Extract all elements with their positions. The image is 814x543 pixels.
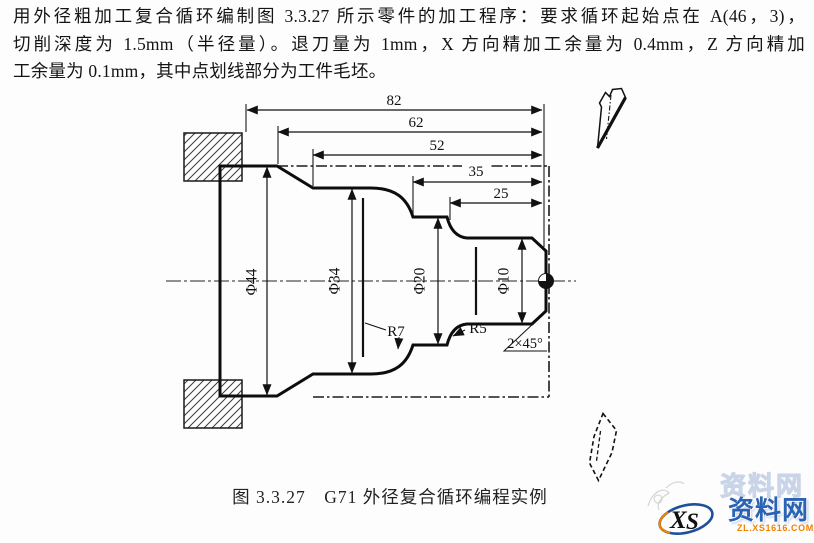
- watermark-monogram-x: X: [669, 507, 688, 534]
- r7-leader-tail: [364, 322, 387, 331]
- paragraph-line: 工余量为 0.1mm，其中点划线部分为工件毛坯。: [13, 61, 387, 81]
- radius-label-r5: R5: [469, 321, 487, 337]
- length-dimension-lines: [246, 105, 543, 208]
- chamfer-label: 2×45°: [507, 336, 543, 352]
- dim-label-52: 52: [430, 138, 445, 154]
- label-backer: [462, 163, 490, 178]
- chamfer-leader: [502, 321, 547, 352]
- r5-leader: [452, 327, 466, 337]
- intro-paragraph: 用外径粗加工复合循环编制图 3.3.27 所示零件的加工程序：要求循环起始点在 …: [13, 3, 805, 86]
- chuck-jaw-bottom: [183, 379, 243, 429]
- tool-symbol-solid: [596, 87, 627, 149]
- dia-label-phi20: Φ20: [412, 267, 429, 294]
- paragraph-line: 切削深度为 1.5mm（半径量）。退刀量为 1mm，X 方向精加工余量为 0.4…: [13, 33, 805, 54]
- diameter-dimension-lines: [262, 166, 527, 396]
- dim-label-82: 82: [387, 93, 402, 109]
- part-outline: [218, 164, 548, 398]
- watermark-site-url: ZL.XS1616.COM: [737, 523, 814, 533]
- dim-label-62: 62: [409, 115, 424, 131]
- r7-leader: [394, 336, 404, 350]
- dim-label-25: 25: [494, 186, 509, 202]
- figure-caption: 图 3.3.27 G71 外径复合循环编程实例: [232, 487, 548, 507]
- radius-label-r7: R7: [387, 324, 405, 340]
- dia-label-phi10: Φ10: [496, 267, 513, 294]
- watermark-site-name: 资料网: [728, 495, 810, 525]
- watermark-logo: X S: [647, 481, 714, 535]
- chuck-jaw-top: [183, 132, 243, 182]
- watermark-ghost-text: 资料网: [719, 471, 805, 502]
- watermark-ellipse-accent: [658, 503, 714, 535]
- watermark-monogram-s: S: [686, 509, 699, 534]
- tool-symbol-dashed: [588, 411, 618, 483]
- paragraph-line: 用外径粗加工复合循环编制图 3.3.27 所示零件的加工程序：要求循环起始点在 …: [13, 6, 805, 26]
- dia-label-phi44: Φ44: [244, 268, 261, 295]
- stock-outline: [277, 165, 550, 398]
- watermark: X S 资料网 资料网 ZL.XS1616.COM: [636, 468, 814, 543]
- watermark-swirl-decoration: [647, 481, 685, 511]
- origin-point: [538, 273, 554, 289]
- dim-label-35: 35: [469, 164, 484, 180]
- dia-label-phi34: Φ34: [327, 267, 344, 294]
